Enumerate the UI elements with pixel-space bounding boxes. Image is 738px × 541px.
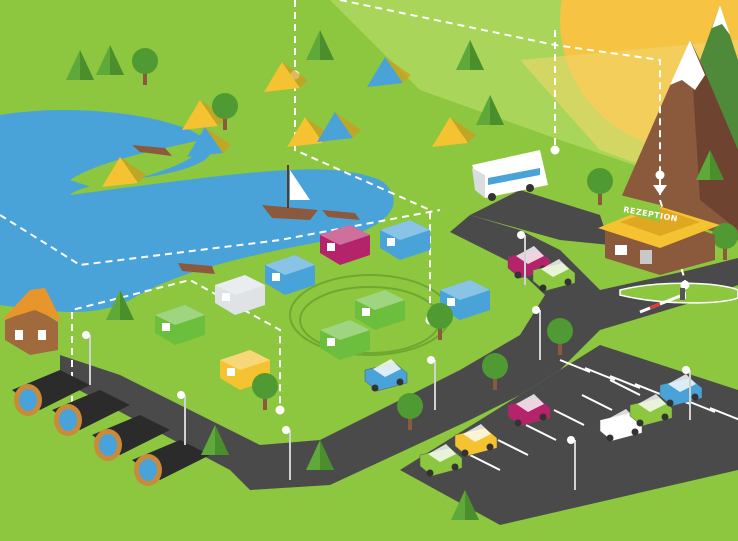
street-lamp: [82, 331, 91, 385]
tent: [317, 112, 361, 142]
barrel-hut: [92, 415, 170, 461]
car: [532, 259, 576, 292]
tent: [264, 62, 308, 92]
entrance-barrier: [639, 288, 685, 314]
parking-line: [609, 375, 641, 389]
caravan: [215, 275, 265, 315]
tree: [306, 440, 334, 470]
caravan: [380, 220, 430, 260]
tree: [252, 373, 278, 410]
tree: [132, 48, 158, 85]
street-lamp: [177, 391, 186, 445]
parking-lot: [400, 345, 738, 525]
tent: [102, 157, 146, 187]
parking-line: [609, 379, 641, 396]
tree: [212, 93, 238, 130]
street-lamp: [567, 436, 576, 490]
route-waypoint: [550, 145, 560, 155]
route-waypoint: [275, 405, 285, 415]
tree: [547, 318, 573, 355]
parking-line: [584, 367, 616, 381]
caravan: [440, 280, 490, 320]
route-waypoint: [655, 170, 665, 180]
car: [454, 424, 498, 457]
mountains: [620, 5, 738, 240]
tree: [201, 425, 229, 455]
barrel-hut: [12, 370, 90, 416]
roundabout-island: [619, 282, 738, 304]
lake: [0, 110, 394, 312]
caravan: [320, 320, 370, 360]
tent: [432, 117, 476, 147]
motorhome: [472, 150, 548, 201]
tree: [66, 50, 94, 80]
car: [629, 394, 673, 427]
street-lamp: [517, 231, 526, 285]
parking-line: [525, 424, 557, 441]
parking-line: [469, 454, 501, 471]
tree: [456, 40, 484, 70]
sailboat: [262, 165, 318, 220]
tent: [182, 100, 226, 130]
tree: [306, 30, 334, 60]
tree: [96, 45, 124, 75]
tree: [712, 223, 738, 260]
caravan: [355, 290, 405, 330]
barrel-hut: [52, 390, 130, 436]
tree: [696, 150, 724, 180]
parking-line: [497, 439, 529, 456]
car: [364, 359, 408, 392]
street-lamp: [427, 356, 436, 410]
tree: [587, 168, 613, 205]
tree: [427, 303, 453, 340]
caravan: [265, 255, 315, 295]
tree: [106, 290, 134, 320]
tree: [482, 353, 508, 390]
log-cabin: [2, 288, 62, 355]
car: [419, 444, 463, 477]
parking-line: [559, 359, 591, 373]
street-lamp: [682, 366, 691, 420]
street-lamp: [532, 306, 541, 360]
street-lamp: [282, 426, 291, 480]
parking-line: [709, 407, 738, 421]
tree: [476, 95, 504, 125]
parking-line: [553, 409, 585, 426]
car: [599, 409, 643, 442]
barrel-hut: [132, 440, 210, 486]
tree: [451, 490, 479, 520]
tree: [397, 393, 423, 430]
caravan: [320, 225, 370, 265]
tent: [367, 57, 411, 87]
reception-building: REZEPTION: [598, 185, 720, 275]
route-waypoint: [680, 280, 690, 290]
docks: [132, 145, 360, 274]
parking-line: [581, 394, 613, 411]
caravan: [155, 305, 205, 345]
tent: [187, 127, 231, 157]
car: [507, 394, 551, 427]
